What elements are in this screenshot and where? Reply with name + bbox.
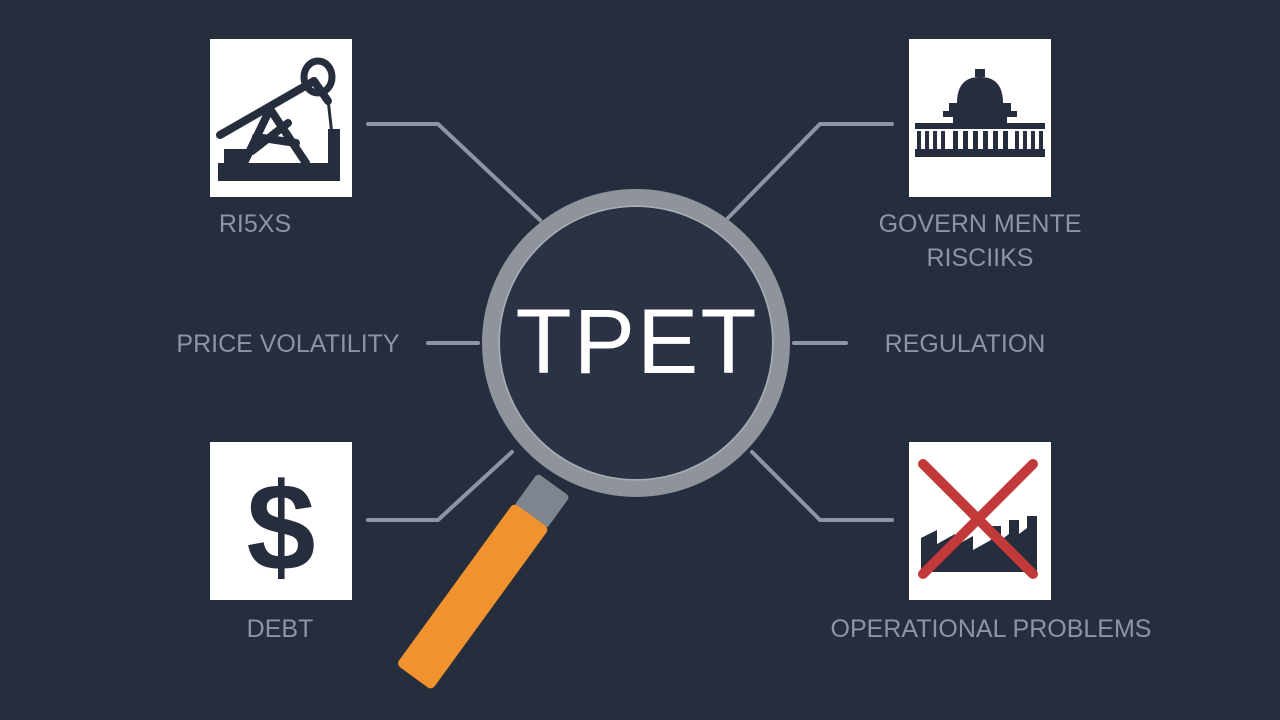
center-title: TPET	[515, 291, 759, 393]
label-regulation: REGULATION	[884, 330, 1046, 358]
magnifier-lens	[482, 189, 790, 497]
label-risks: RI5XS	[218, 210, 292, 238]
label-operational-problems: OPERATIONAL PROBLEMS	[830, 615, 1152, 643]
card-debt: $	[210, 442, 352, 600]
connector-bottom-right	[750, 450, 894, 522]
card-operational-problems	[909, 442, 1051, 600]
card-government-risks	[909, 39, 1051, 197]
card-risks	[210, 39, 352, 197]
oil-pump-icon	[216, 57, 340, 181]
label-government-risks-line2: RISCIIKS	[926, 244, 1034, 272]
svg-text:$: $	[247, 459, 316, 597]
crossed-factory-icon	[918, 459, 1038, 579]
government-building-icon	[915, 69, 1045, 157]
label-debt: DEBT	[246, 615, 314, 643]
label-government-risks-line1: GOVERN MENTE	[878, 210, 1082, 238]
dollar-sign-icon: $	[247, 459, 316, 597]
connector-top-left	[366, 122, 542, 222]
label-price-volatility: PRICE VOLATILITY	[176, 330, 400, 358]
connector-top-right	[726, 122, 894, 220]
connector-bottom-left	[366, 450, 514, 522]
magnifier-handle	[398, 474, 569, 689]
